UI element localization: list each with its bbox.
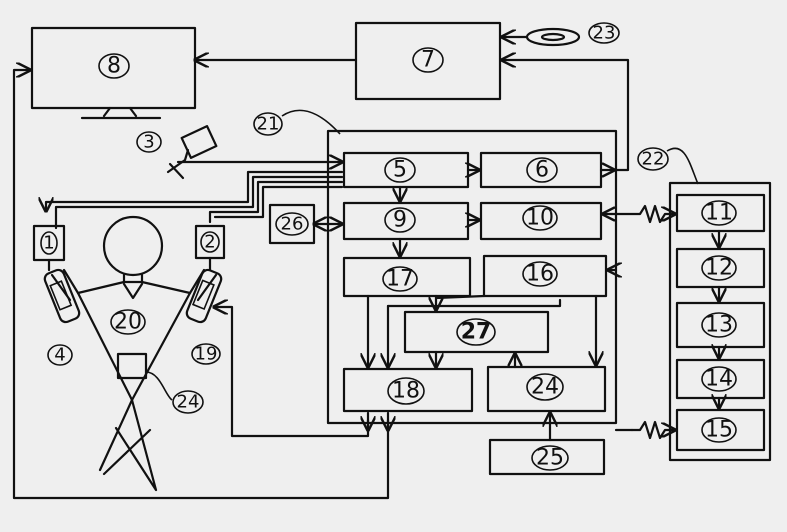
svg-text:4: 4 <box>54 345 65 366</box>
label-11: 11 <box>705 201 733 226</box>
label-24-block: 24 <box>531 375 559 400</box>
person-20 <box>50 215 218 492</box>
svg-text:21: 21 <box>257 114 280 135</box>
label-19: 19 <box>191 343 221 365</box>
label-14: 14 <box>705 367 733 392</box>
label-27: 27 <box>461 320 492 345</box>
label-26: 26 <box>281 214 304 235</box>
label-22: 22 <box>637 147 699 185</box>
box-15 <box>675 408 766 452</box>
svg-text:8: 8 <box>107 54 121 79</box>
box-11 <box>675 193 766 233</box>
box-10 <box>479 201 603 241</box>
label-5: 5 <box>393 158 407 183</box>
label-8: 8 <box>98 53 130 79</box>
label-21: 21 <box>253 109 341 136</box>
box-18 <box>342 367 474 413</box>
label-16: 16 <box>526 262 554 287</box>
box-25 <box>488 438 606 476</box>
monitor <box>30 26 197 120</box>
box-24 <box>486 365 607 413</box>
svg-text:3: 3 <box>143 132 154 153</box>
box-27 <box>403 310 550 354</box>
box-16 <box>482 254 608 298</box>
label-17: 17 <box>386 267 414 292</box>
label-9: 9 <box>393 208 407 233</box>
label-3: 3 <box>136 131 162 153</box>
svg-text:20: 20 <box>114 310 142 335</box>
label-15: 15 <box>705 418 733 443</box>
label-6: 6 <box>535 158 549 183</box>
label-1: 1 <box>43 233 54 254</box>
svg-text:23: 23 <box>593 23 616 44</box>
label-18: 18 <box>392 379 420 404</box>
module-22 <box>668 181 772 462</box>
svg-text:24: 24 <box>177 392 200 413</box>
svg-text:19: 19 <box>195 344 218 365</box>
label-7: 7 <box>412 47 444 73</box>
label-12: 12 <box>705 256 733 281</box>
disk-23 <box>502 27 581 47</box>
label-24-device: 24 <box>145 371 204 414</box>
box-12 <box>675 247 766 289</box>
label-25: 25 <box>536 446 564 471</box>
label-13: 13 <box>705 313 733 338</box>
armband-19 <box>185 268 223 324</box>
label-23: 23 <box>588 22 620 44</box>
label-4: 4 <box>47 344 73 366</box>
label-10: 10 <box>526 206 554 231</box>
camera-3 <box>166 125 218 180</box>
label-20: 20 <box>110 309 146 335</box>
svg-text:7: 7 <box>421 48 435 73</box>
device-24 <box>116 352 148 380</box>
svg-text:22: 22 <box>642 149 665 170</box>
label-2: 2 <box>204 232 215 253</box>
box-17 <box>342 256 472 298</box>
armband-4 <box>43 268 81 324</box>
